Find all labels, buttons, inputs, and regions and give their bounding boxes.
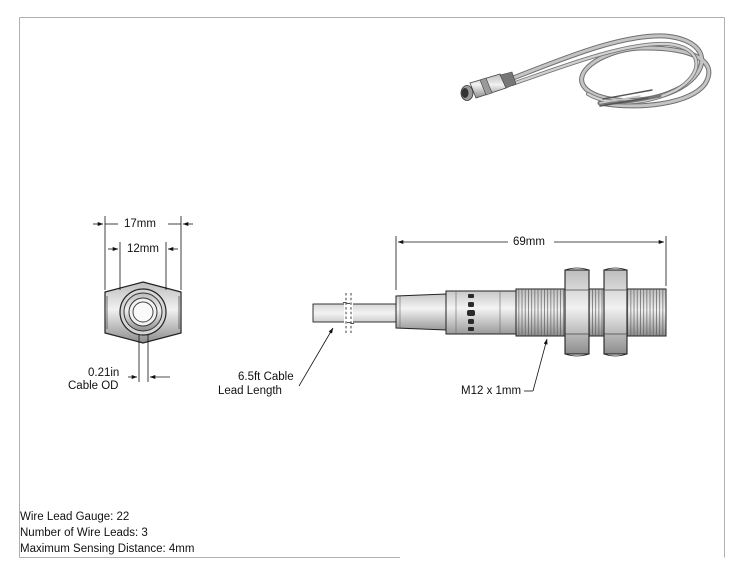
led-window-dots bbox=[467, 294, 475, 331]
spec-notes: Wire Lead Gauge: 22 Number of Wire Leads… bbox=[20, 509, 194, 557]
isometric-sensor-view bbox=[460, 33, 712, 109]
sheet-frame bbox=[19, 17, 725, 558]
led-collar bbox=[445, 290, 517, 335]
end-view-hex bbox=[104, 281, 182, 344]
dim-overall-length bbox=[395, 236, 667, 290]
label-hex-width: 17mm bbox=[124, 218, 156, 230]
hex-nut-2 bbox=[603, 267, 628, 357]
label-cable-length-1: 6.5ft Cable bbox=[238, 371, 294, 383]
cable-segment-right bbox=[351, 303, 397, 323]
note-wire-leads: Number of Wire Leads: 3 bbox=[20, 527, 148, 539]
label-thread-spec: M12 x 1mm bbox=[461, 385, 522, 397]
label-thread-width: 12mm bbox=[127, 243, 159, 255]
cable-segment-left bbox=[312, 303, 346, 323]
label-overall-length: 69mm bbox=[513, 236, 545, 248]
dim-hex-width bbox=[93, 216, 193, 290]
dim-thread-width bbox=[108, 242, 178, 290]
leader-cable-length bbox=[298, 327, 334, 387]
sensing-face bbox=[132, 301, 154, 323]
note-sensing-distance: Maximum Sensing Distance: 4mm bbox=[20, 543, 195, 555]
label-cable-length-2: Lead Length bbox=[218, 385, 282, 397]
label-cable-od-value: 0.21in bbox=[88, 367, 120, 379]
label-cable-od: Cable OD bbox=[68, 380, 119, 392]
leader-thread-spec bbox=[524, 338, 548, 392]
rear-housing bbox=[395, 293, 447, 331]
side-view-sensor bbox=[312, 267, 667, 357]
dim-cable-od bbox=[128, 335, 170, 382]
note-wire-gauge: Wire Lead Gauge: 22 bbox=[20, 511, 130, 523]
hex-nut-1 bbox=[564, 267, 590, 357]
